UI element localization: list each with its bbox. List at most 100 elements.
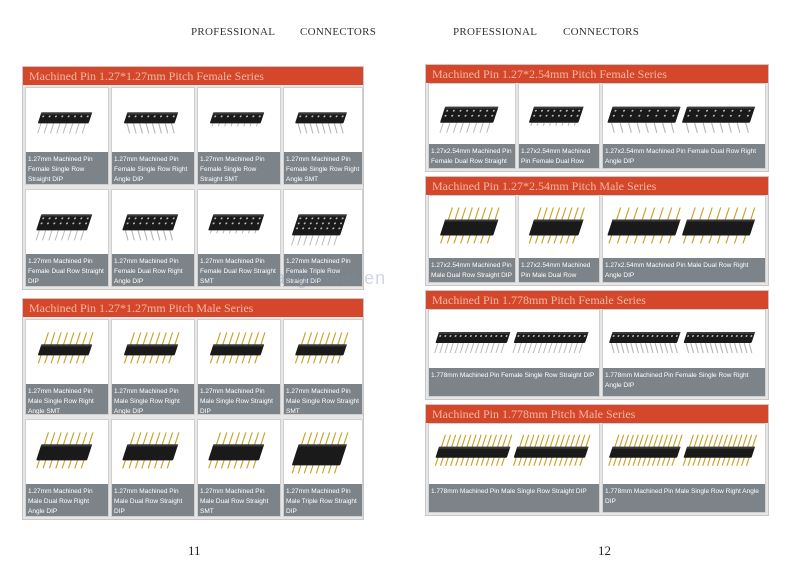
connector-icon: [294, 332, 349, 364]
connector-image: [198, 88, 280, 152]
section-title: Machined Pin 1.27*1.27mm Pitch Female Se…: [23, 67, 363, 85]
product-card[interactable]: 1.27mm Machined Pin Female Single Row Ri…: [111, 87, 195, 185]
connector-icon: [122, 432, 180, 469]
product-caption: 1.27mm Machined Pin Male Dual Row Right …: [26, 484, 108, 516]
product-card[interactable]: 1.27x2.54mm Machined Pin Male Dual Row S…: [518, 195, 600, 283]
product-card[interactable]: 1.27mm Machined Pin Male Single Row Stra…: [283, 319, 363, 415]
product-caption: 1.27mm Machined Pin Male Dual Row Straig…: [198, 484, 280, 516]
product-card[interactable]: 1.27x2.54mm Machined Pin Male Dual Row R…: [602, 195, 766, 283]
product-caption: 1.27mm Machined Pin Male Single Row Stra…: [284, 384, 362, 414]
product-card[interactable]: 1.778mm Machined Pin Female Single Row S…: [428, 309, 600, 397]
product-card[interactable]: 1.27x2.54mm Machined Pin Female Dual Row…: [518, 83, 600, 169]
section-1778-female: Machined Pin 1.778mm Pitch Female Series…: [425, 290, 769, 400]
connector-icon: [35, 214, 93, 241]
product-card[interactable]: 1.778mm Machined Pin Male Single Row Rig…: [602, 423, 766, 513]
connector-image: [429, 310, 599, 368]
product-caption: 1.27x2.54mm Machined Pin Male Dual Row R…: [603, 258, 765, 282]
connector-image: [26, 420, 108, 484]
header-professional: PROFESSIONAL: [453, 26, 538, 38]
product-caption: 1.27mm Machined Pin Male Single Row Righ…: [26, 384, 108, 414]
product-card[interactable]: 1.27mm Machined Pin Female Dual Row Righ…: [111, 189, 195, 287]
connector-icon: [37, 112, 93, 134]
product-caption: 1.27mm Machined Pin Female Triple Row St…: [284, 254, 362, 286]
connector-image: [603, 196, 765, 258]
connector-image: [198, 320, 280, 384]
connector-image: [198, 420, 280, 484]
product-card[interactable]: 1.27mm Machined Pin Female Dual Row Stra…: [197, 189, 281, 287]
connector-icon: [608, 434, 758, 466]
section-127-male: Machined Pin 1.27*1.27mm Pitch Male Seri…: [22, 298, 364, 520]
product-card[interactable]: 1.27mm Machined Pin Female Single Row St…: [25, 87, 109, 185]
product-card[interactable]: 1.778mm Machined Pin Female Single Row R…: [602, 309, 766, 397]
connector-icon: [439, 106, 499, 133]
section-127x254-female: Machined Pin 1.27*2.54mm Pitch Female Se…: [425, 64, 769, 172]
product-card[interactable]: 1.27mm Machined Pin Male Single Row Righ…: [111, 319, 195, 415]
connector-icon: [291, 432, 349, 474]
connector-icon: [37, 332, 94, 364]
product-card[interactable]: 1.27x2.54mm Machined Pin Female Dual Row…: [428, 83, 516, 169]
connector-image: [429, 196, 515, 258]
connector-icon: [210, 112, 265, 127]
product-card[interactable]: 1.27mm Machined Pin Male Triple Row Stra…: [283, 419, 363, 517]
product-caption: 1.778mm Machined Pin Female Single Row S…: [429, 368, 599, 396]
section-title: Machined Pin 1.778mm Pitch Male Series: [426, 405, 768, 423]
connector-icon: [124, 112, 179, 134]
header-connectors: CONNECTORS: [563, 26, 640, 38]
connector-icon: [291, 214, 347, 246]
product-card[interactable]: 1.27mm Machined Pin Male Single Row Righ…: [25, 319, 109, 415]
product-card[interactable]: 1.778mm Machined Pin Male Single Row Str…: [428, 423, 600, 513]
product-card[interactable]: 1.27mm Machined Pin Female Single Row St…: [197, 87, 281, 185]
product-caption: 1.27mm Machined Pin Female Dual Row Stra…: [26, 254, 108, 286]
connector-image: [519, 196, 599, 258]
connector-image: [112, 190, 194, 254]
product-caption: 1.27mm Machined Pin Female Dual Row Righ…: [112, 254, 194, 286]
connector-image: [198, 190, 280, 254]
connector-image: [519, 84, 599, 144]
product-caption: 1.27mm Machined Pin Female Dual Row Stra…: [198, 254, 280, 286]
product-caption: 1.27mm Machined Pin Female Single Row St…: [26, 152, 108, 184]
product-caption: 1.27x2.54mm Machined Pin Male Dual Row S…: [519, 258, 599, 282]
product-card[interactable]: 1.27mm Machined Pin Male Dual Row Straig…: [111, 419, 195, 517]
product-caption: 1.27x2.54mm Machined Pin Female Dual Row…: [429, 144, 515, 168]
page-12: PROFESSIONAL CONNECTORS Machined Pin 1.2…: [400, 0, 800, 564]
connector-icon: [440, 207, 500, 244]
product-card[interactable]: 1.27mm Machined Pin Male Single Row Stra…: [197, 319, 281, 415]
product-caption: 1.27x2.54mm Machined Pin Female Dual Row…: [519, 144, 599, 168]
connector-icon: [36, 432, 94, 469]
connector-image: [112, 320, 194, 384]
product-caption: 1.778mm Machined Pin Male Single Row Rig…: [603, 484, 765, 512]
connector-icon: [528, 207, 585, 244]
product-card[interactable]: 1.27mm Machined Pin Female Dual Row Stra…: [25, 189, 109, 287]
connector-image: [26, 190, 108, 254]
connector-icon: [434, 434, 591, 466]
connector-image: [603, 84, 765, 144]
product-caption: 1.27x2.54mm Machined Pin Female Dual Row…: [603, 144, 765, 168]
connector-image: [112, 420, 194, 484]
section-title: Machined Pin 1.27*1.27mm Pitch Male Seri…: [23, 299, 363, 317]
product-caption: 1.27mm Machined Pin Male Single Row Stra…: [198, 384, 280, 414]
connector-icon: [295, 112, 347, 134]
product-card[interactable]: 1.27mm Machined Pin Male Dual Row Right …: [25, 419, 109, 517]
header-professional: PROFESSIONAL: [191, 26, 276, 38]
page-number: 12: [598, 543, 611, 558]
product-caption: 1.778mm Machined Pin Male Single Row Str…: [429, 484, 599, 512]
product-card[interactable]: 1.27x2.54mm Machined Pin Male Dual Row S…: [428, 195, 516, 283]
connector-image: [284, 88, 362, 152]
connector-image: [26, 88, 108, 152]
connector-icon: [123, 332, 180, 364]
header-connectors: CONNECTORS: [300, 26, 377, 38]
product-caption: 1.27x2.54mm Machined Pin Male Dual Row S…: [429, 258, 515, 282]
page-number: 11: [188, 543, 201, 558]
section-127x254-male: Machined Pin 1.27*2.54mm Pitch Male Seri…: [425, 176, 769, 286]
product-card[interactable]: 1.27mm Machined Pin Female Triple Row St…: [283, 189, 363, 287]
watermark: langnaoer.en: [270, 268, 387, 288]
section-1778-male: Machined Pin 1.778mm Pitch Male Series 1…: [425, 404, 769, 516]
product-card[interactable]: 1.27mm Machined Pin Male Dual Row Straig…: [197, 419, 281, 517]
section-title: Machined Pin 1.778mm Pitch Female Series: [426, 291, 768, 309]
connector-image: [284, 420, 362, 484]
product-card[interactable]: 1.27mm Machined Pin Female Single Row Ri…: [283, 87, 363, 185]
product-caption: 1.27mm Machined Pin Male Triple Row Stra…: [284, 484, 362, 516]
product-card[interactable]: 1.27x2.54mm Machined Pin Female Dual Row…: [602, 83, 766, 169]
section-title: Machined Pin 1.27*2.54mm Pitch Female Se…: [426, 65, 768, 83]
product-caption: 1.27mm Machined Pin Male Single Row Righ…: [112, 384, 194, 414]
